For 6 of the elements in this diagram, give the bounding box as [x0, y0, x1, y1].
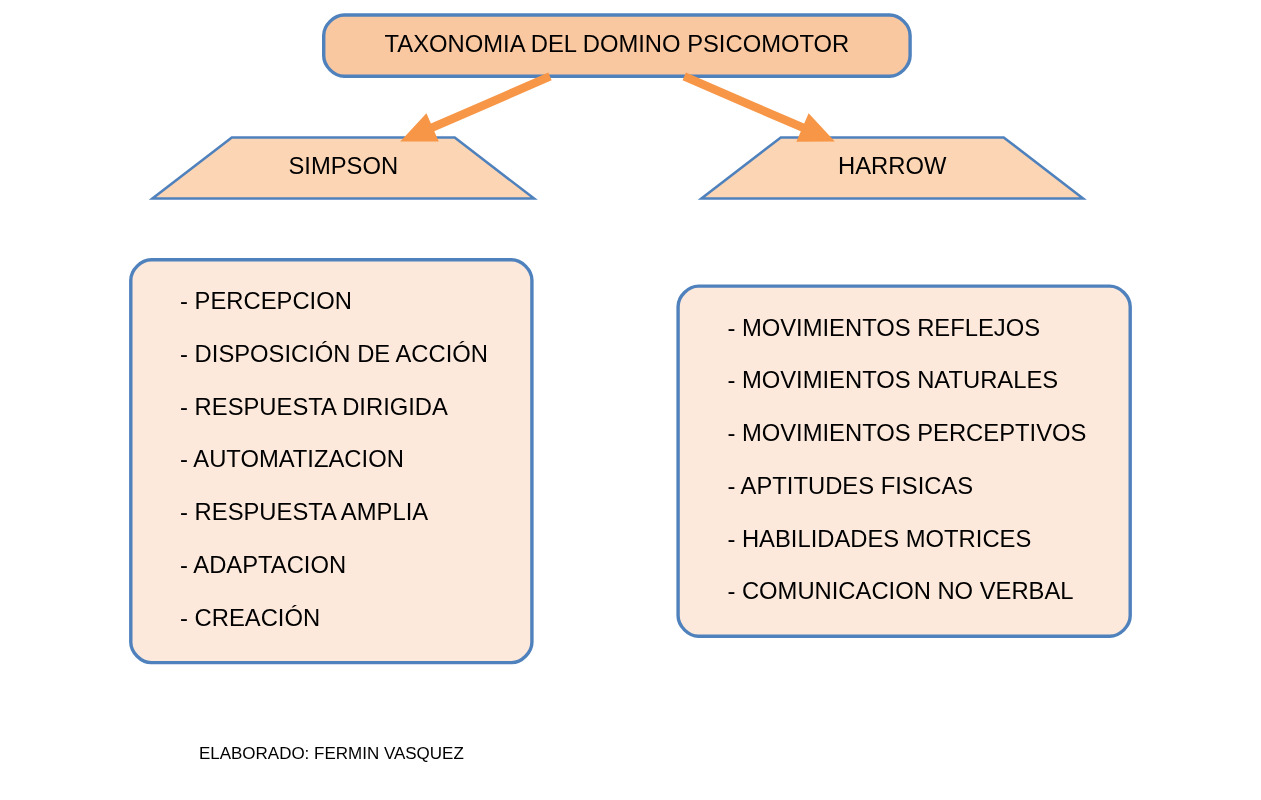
node-box: TAXONOMIA DEL DOMINO PSICOMOTOR — [322, 13, 912, 78]
arrow — [400, 72, 552, 142]
node-box: - MOVIMIENTOS REFLEJOS - MOVIMIENTOS NATURALES - MOVIMIENTOS PERCEPTIVOS - APTITUDES FISICAS - HABILIDADES MOTRICES - COMUNICACION NO VERBAL — [676, 284, 1132, 638]
node-box: - PERCEPCION - DISPOSICIÓN DE ACCIÓN - RESPUESTA DIRIGIDA - AUTOMATIZACION - RESPUESTA AMPLIA - ADAPTACION - CREACIÓN — [129, 258, 534, 665]
label: ELABORADO: FERMIN VASQUEZ — [198, 743, 464, 763]
arrow — [682, 72, 835, 142]
